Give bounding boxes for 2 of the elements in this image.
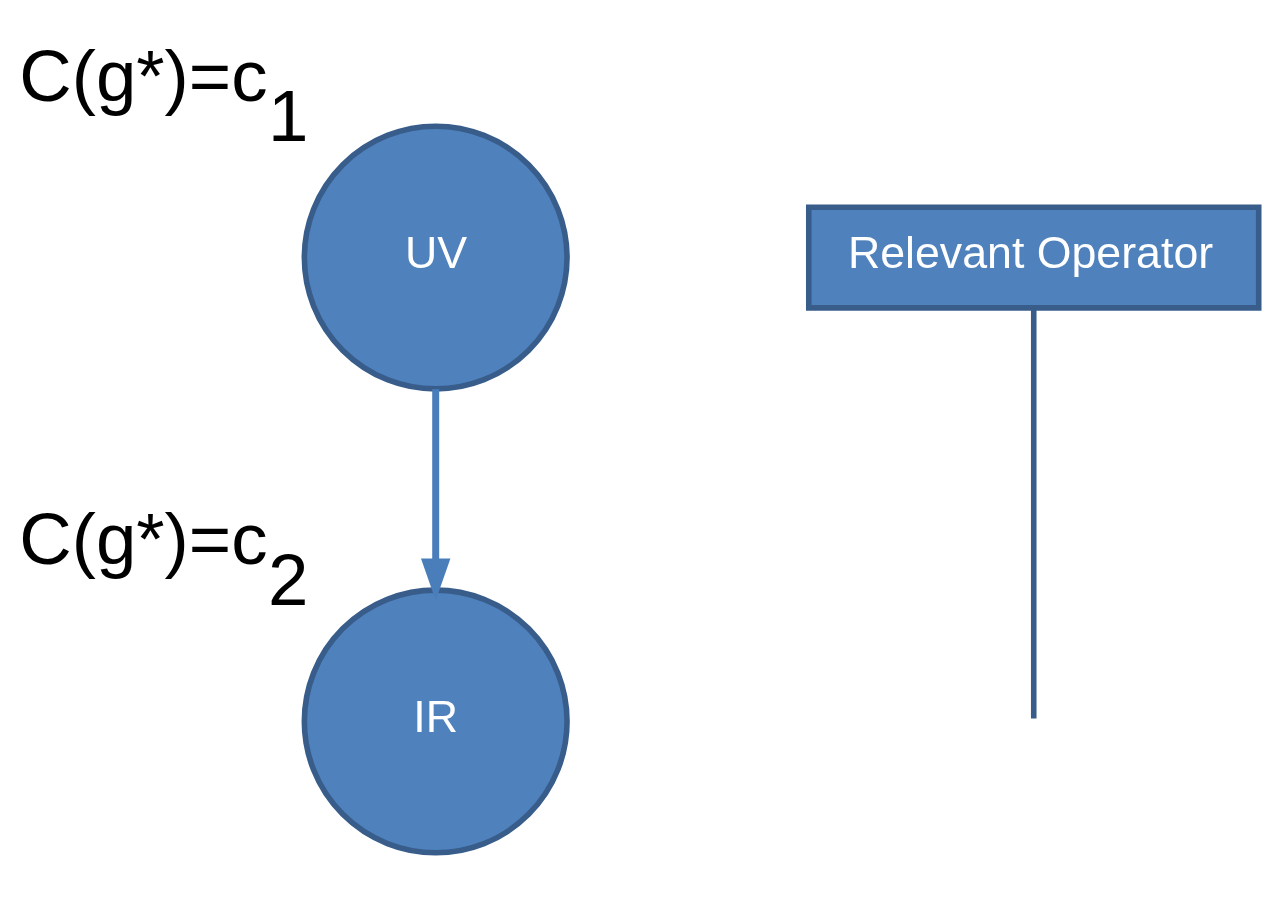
- connector: [1030, 308, 1037, 718]
- node-box: Relevant Operator: [805, 203, 1262, 311]
